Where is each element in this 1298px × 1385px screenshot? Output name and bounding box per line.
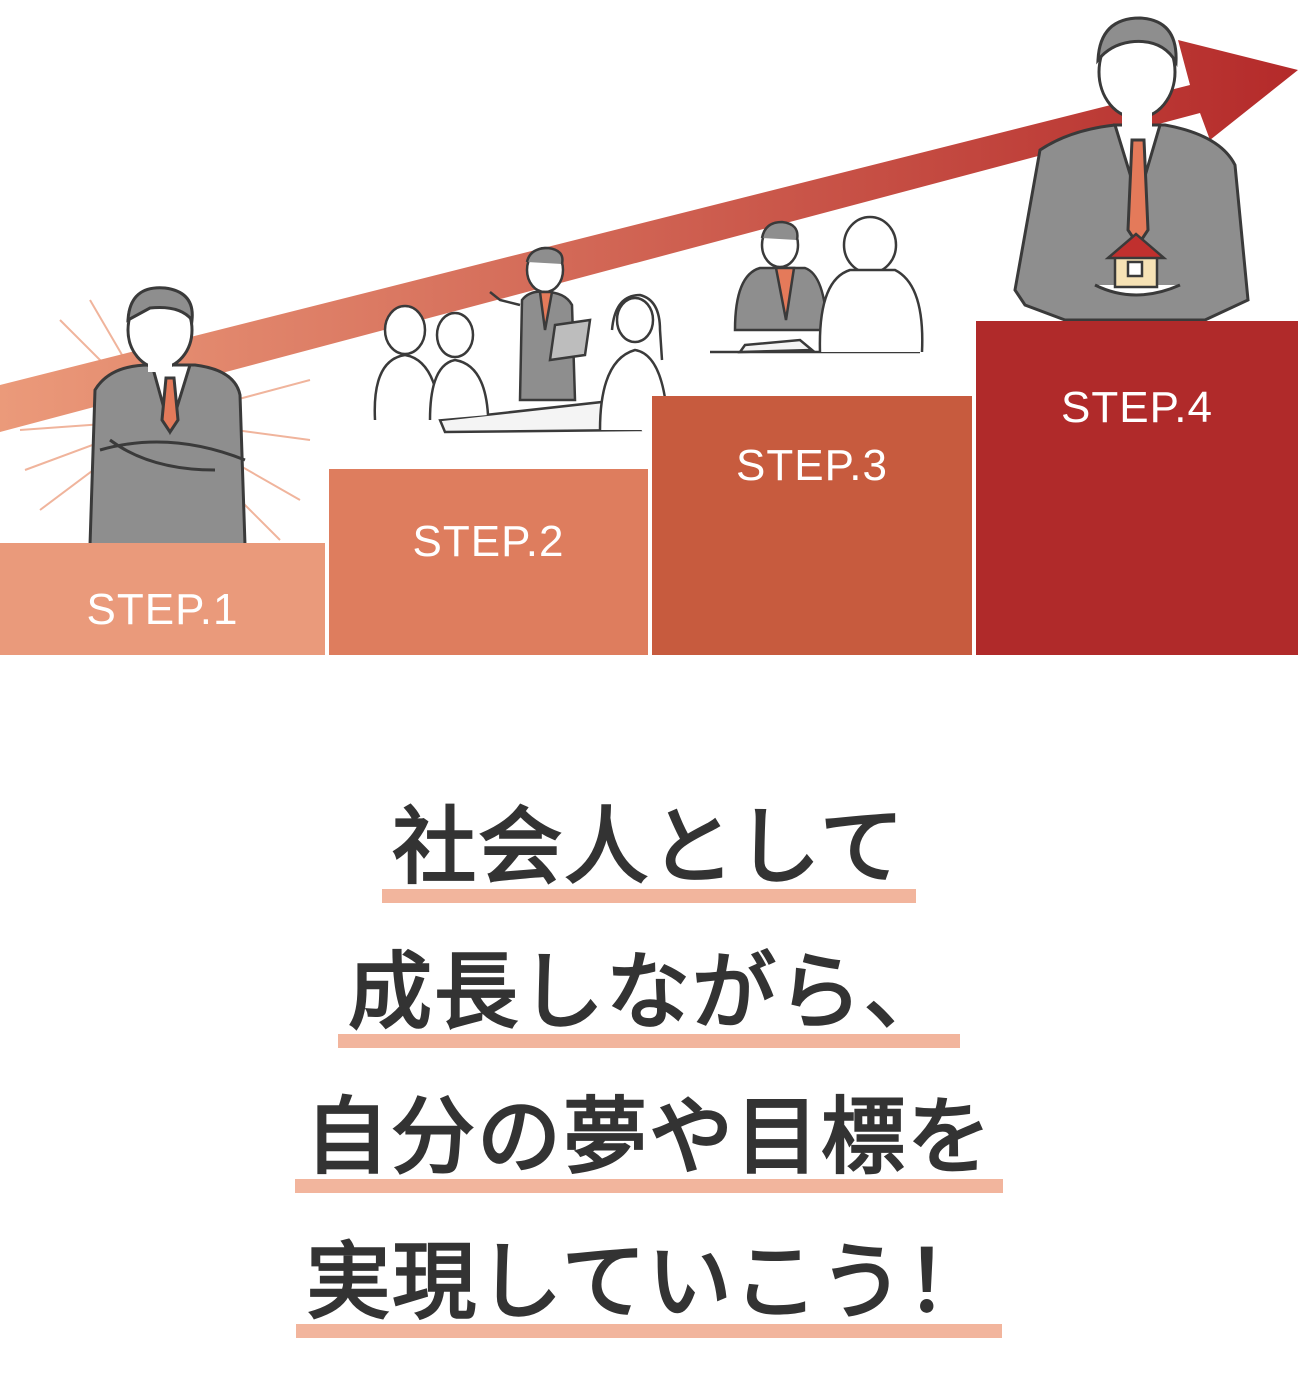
step-2-label: STEP.2: [412, 517, 565, 566]
consultation-icon: [710, 215, 924, 354]
headline-line-4: 実現していこう！: [296, 1240, 1003, 1338]
step-1-block: STEP.1: [0, 543, 325, 655]
step-1-label: STEP.1: [86, 585, 239, 634]
step-2-block: STEP.2: [329, 469, 648, 655]
step-4-label: STEP.4: [1061, 383, 1213, 432]
house-icon: [1104, 232, 1168, 289]
growth-arrow-icon: [0, 40, 1298, 432]
step-3-block: STEP.3: [652, 396, 972, 655]
businessman-holding-house-icon: [1013, 16, 1250, 322]
step-3-label: STEP.3: [736, 440, 888, 490]
businessman-arms-crossed-icon: [88, 286, 247, 547]
meeting-presentation-icon: [373, 246, 670, 434]
headline: 社会人として 成長しながら、 自分の夢や目標を 実現していこう！: [0, 805, 1298, 1385]
headline-line-1: 社会人として: [382, 805, 917, 903]
headline-line-2: 成長しながら、: [337, 950, 961, 1048]
growth-illustration: [0, 16, 1298, 547]
step-4-block: STEP.4: [976, 321, 1298, 655]
headline-line-3: 自分の夢や目標を: [294, 1095, 1004, 1193]
